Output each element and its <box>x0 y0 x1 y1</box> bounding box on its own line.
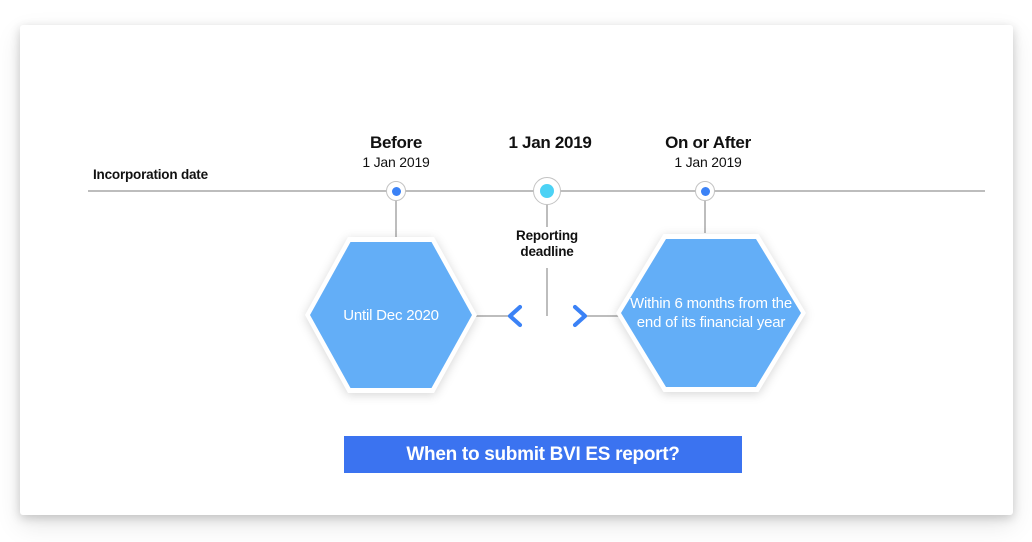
milestone-header-before: Before 1 Jan 2019 <box>326 133 466 171</box>
hexagon-fill: Until Dec 2020 <box>310 242 472 388</box>
question-banner[interactable]: When to submit BVI ES report? <box>344 436 742 473</box>
timeline-marker-before[interactable] <box>386 181 406 201</box>
hexagon-label: Within 6 months from the end of its fina… <box>630 295 792 331</box>
chevron-left-icon <box>503 302 529 330</box>
connector-line-cutoff-bottom <box>546 268 548 316</box>
question-banner-label: When to submit BVI ES report? <box>406 443 680 465</box>
timeline-marker-cutoff[interactable] <box>533 177 561 205</box>
milestone-title: 1 Jan 2019 <box>508 133 592 152</box>
axis-caption-label: Incorporation date <box>93 167 208 182</box>
connector-line-before <box>395 201 397 241</box>
milestone-subtitle: 1 Jan 2019 <box>362 154 430 170</box>
milestone-header-cutoff: 1 Jan 2019 <box>476 133 624 153</box>
milestone-subtitle: 1 Jan 2019 <box>674 154 742 170</box>
hexagon-node-until-dec-2020[interactable]: Until Dec 2020 <box>305 237 477 393</box>
connector-line-hex-left <box>472 315 510 317</box>
hexagon-node-within-6-months[interactable]: Within 6 months from the end of its fina… <box>616 234 806 392</box>
marker-dot-cyan-icon <box>540 184 554 198</box>
hexagon-shape: Until Dec 2020 <box>305 237 477 393</box>
connector-line-on-or-after <box>704 201 706 233</box>
hexagon-fill: Within 6 months from the end of its fina… <box>621 239 801 387</box>
marker-dot-blue-icon <box>700 186 710 196</box>
hexagon-shape: Within 6 months from the end of its fina… <box>616 234 806 392</box>
timeline-marker-on-or-after[interactable] <box>695 181 715 201</box>
connector-line-hex-right <box>582 315 622 317</box>
connector-line-cutoff-top <box>546 205 548 227</box>
milestone-header-on-or-after: On or After 1 Jan 2019 <box>628 133 788 171</box>
marker-dot-blue-icon <box>391 186 401 196</box>
milestone-title: Before <box>369 133 423 152</box>
hexagon-label: Until Dec 2020 <box>343 306 439 324</box>
reporting-deadline-label: Reporting deadline <box>488 228 606 260</box>
chevron-right-icon <box>566 302 592 330</box>
infographic-card: Incorporation date Before 1 Jan 2019 1 J… <box>20 25 1013 515</box>
reporting-deadline-line-1: Reporting <box>516 228 578 243</box>
reporting-deadline-line-2: deadline <box>520 244 574 259</box>
milestone-title: On or After <box>665 133 751 152</box>
